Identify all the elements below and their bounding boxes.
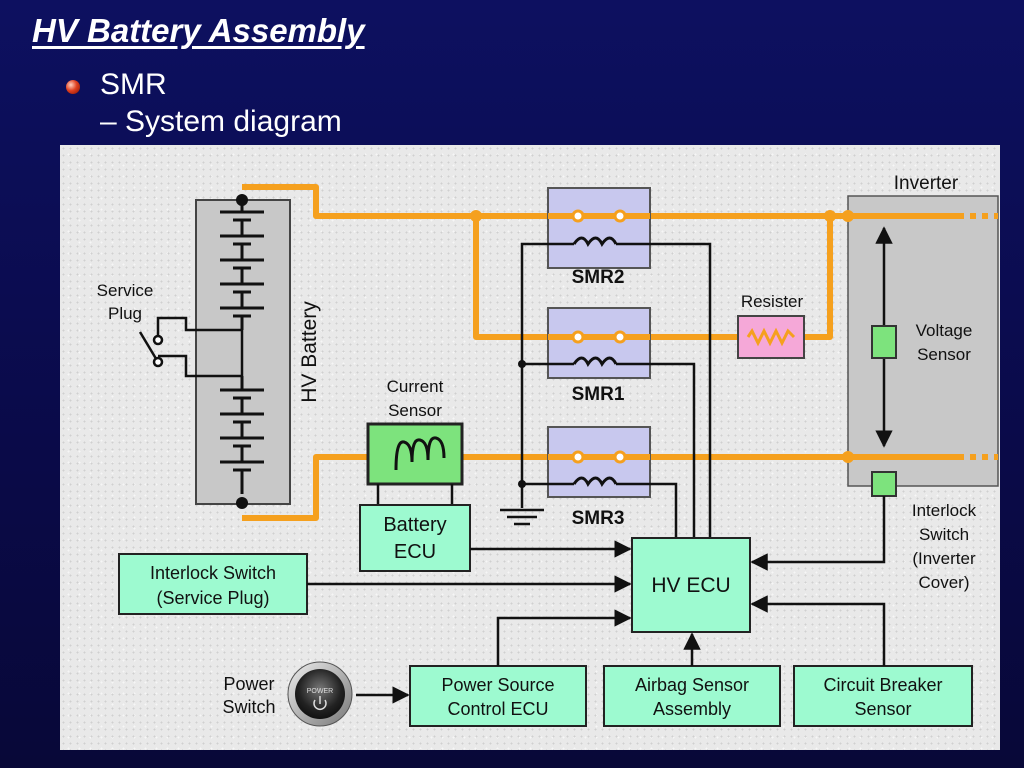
power-source-label-2: Control ECU <box>447 699 548 719</box>
resister-label: Resister <box>741 292 804 311</box>
current-sensor <box>366 422 464 486</box>
airbag-label-2: Assembly <box>653 699 731 719</box>
hv-junctions <box>470 210 854 463</box>
smr2-label: SMR2 <box>572 267 625 288</box>
service-plug-label-1: Service <box>97 281 154 300</box>
battery-cells <box>220 200 264 494</box>
bullet-icon <box>66 80 80 94</box>
interlock-inverter-label-3: (Inverter <box>912 549 976 568</box>
power-icon <box>313 699 327 710</box>
airbag-label-1: Airbag Sensor <box>635 675 749 695</box>
battery-ecu-label-1: Battery <box>383 514 446 536</box>
battery-ecu-box <box>359 504 471 572</box>
interlock-service-plug-label-2: (Service Plug) <box>156 588 269 608</box>
smr3-label: SMR3 <box>572 508 625 529</box>
control-junctions <box>518 360 526 488</box>
slide-title: HV Battery Assembly <box>32 12 365 49</box>
battery-terminals <box>236 194 248 509</box>
power-button-text: POWER <box>307 688 333 695</box>
smr1-relay <box>547 307 651 379</box>
hv-ecu-box <box>631 537 751 633</box>
power-source-label-1: Power Source <box>441 675 554 695</box>
interlock-service-plug-label-1: Interlock Switch <box>150 563 276 583</box>
bullet-subheading: – System diagram <box>100 105 342 138</box>
voltage-sensor-label-2: Sensor <box>917 345 971 364</box>
relay-control-wiring <box>500 242 712 538</box>
battery-ecu-label-2: ECU <box>394 541 436 563</box>
breaker-label-1: Circuit Breaker <box>823 675 942 695</box>
power-switch-label-1: Power <box>223 674 274 694</box>
inverter-box <box>847 195 999 487</box>
current-sensor-label-1: Current <box>387 377 444 396</box>
power-switch-button[interactable]: POWER <box>287 661 353 727</box>
hv-ecu-label: HV ECU <box>651 574 730 597</box>
current-sensor-label-2: Sensor <box>388 401 442 420</box>
resister-zigzag <box>746 327 796 347</box>
interlock-switch-inverter <box>871 471 897 497</box>
relay-contacts <box>548 213 650 460</box>
resister-box <box>737 315 805 359</box>
breaker-label-2: Sensor <box>854 699 911 719</box>
interlock-inverter-label-1: Interlock <box>912 501 977 520</box>
interlock-inverter-label-2: Switch <box>919 525 969 544</box>
interlock-inverter-label-4: Cover) <box>918 573 969 592</box>
power-source-ecu-box <box>409 665 587 727</box>
service-plug-label-2: Plug <box>108 304 142 323</box>
power-switch-label-2: Switch <box>222 697 275 717</box>
smr2-relay <box>547 187 651 269</box>
voltage-sensor <box>871 325 897 359</box>
hv-battery-label: HV Battery <box>298 301 321 403</box>
relay-coils <box>572 236 618 487</box>
smr1-label: SMR1 <box>572 384 625 405</box>
current-sensor-coil <box>394 436 446 471</box>
circuit-breaker-box <box>793 665 973 727</box>
interlock-service-plug-box <box>118 553 308 615</box>
bullet-heading: SMR <box>100 68 167 101</box>
smr3-relay <box>547 426 651 498</box>
relay-contact-points <box>571 209 627 464</box>
inverter-label: Inverter <box>894 173 959 194</box>
service-plug-switch <box>138 316 244 378</box>
airbag-sensor-box <box>603 665 781 727</box>
current-sensor-leads <box>376 484 454 505</box>
voltage-sensor-label-1: Voltage <box>916 321 973 340</box>
control-signal-wiring <box>307 496 886 704</box>
